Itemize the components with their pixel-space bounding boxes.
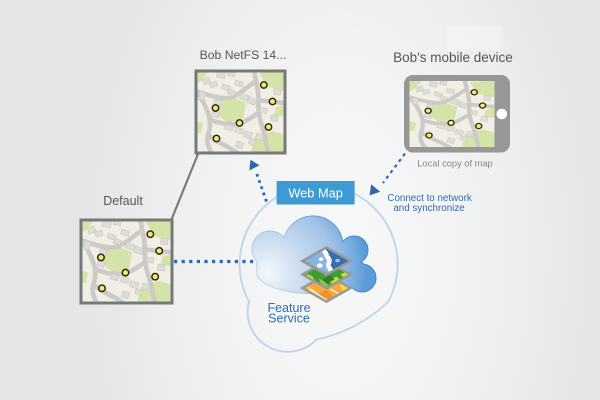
svg-text:Connect to network: Connect to network [387,193,472,204]
svg-text:Local copy of map: Local copy of map [417,159,492,169]
svg-text:Service: Service [268,312,310,326]
svg-text:Bob NetFS 14...: Bob NetFS 14... [200,48,287,62]
svg-text:and synchronize: and synchronize [393,203,465,214]
svg-text:Feature: Feature [267,301,310,315]
svg-text:Web Map: Web Map [288,186,343,201]
svg-text:Bob's mobile device: Bob's mobile device [393,50,513,65]
svg-text:Default: Default [103,194,143,208]
